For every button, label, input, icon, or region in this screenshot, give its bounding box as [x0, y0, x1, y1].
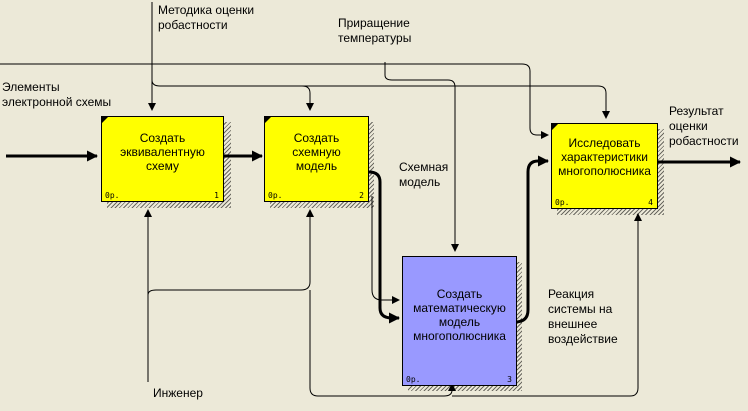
arrow-engineer-to-box4[interactable]	[452, 213, 642, 397]
label-elements: Элементы электронной схемы	[2, 80, 112, 109]
activity-box-2[interactable]: Создать схемную модель 0р. 2	[264, 116, 369, 202]
activity-title: Создать математическую модель многополюс…	[413, 287, 506, 343]
activity-cost: 0р.	[268, 191, 283, 200]
activity-cost: 0р.	[555, 198, 570, 207]
activity-cost: 0р.	[105, 191, 120, 200]
corner-mark	[265, 117, 271, 123]
label-engineer: Инженер	[153, 386, 203, 400]
arrow-engineer-to-box2[interactable]	[147, 209, 314, 296]
arrow-engineer-to-box3[interactable]	[309, 290, 456, 397]
label-result: Результат оценки робастности	[669, 104, 739, 148]
activity-box-1[interactable]: Создать эквивалентную схему 0р. 1	[101, 116, 224, 202]
label-temperature: Приращение температуры	[338, 16, 412, 45]
label-reaction: Реакция системы на внешнее воздействие	[548, 287, 618, 346]
arrow-box3-to-box4[interactable]	[514, 155, 549, 324]
activity-title: Создать эквивалентную схему	[120, 131, 205, 173]
activity-box-3[interactable]: Создать математическую модель многополюс…	[402, 256, 517, 386]
label-circuit-model: Схемная модель	[399, 160, 449, 189]
activity-title: Создать схемную модель	[292, 131, 341, 173]
activity-number: 2	[359, 191, 364, 200]
corner-mark	[102, 117, 108, 123]
arrow-elements-to-box4[interactable]	[0, 63, 549, 139]
arrow-circuit-model-to-box3[interactable]	[371, 196, 400, 304]
activity-number: 1	[214, 191, 219, 200]
arrow-box2-to-box3[interactable]	[368, 170, 400, 324]
arrow-temperature-to-box3[interactable]	[384, 62, 459, 252]
arrow-method-to-box4[interactable]	[302, 85, 610, 119]
corner-mark	[552, 124, 558, 130]
activity-title: Исследовать характеристики многополюсник…	[558, 136, 651, 178]
arrow-method-to-box2[interactable]	[151, 79, 314, 111]
activity-number: 3	[507, 375, 512, 384]
activity-box-4[interactable]: Исследовать характеристики многополюсник…	[551, 123, 658, 209]
activity-number: 4	[648, 198, 653, 207]
label-method: Методика оценки робастности	[158, 3, 255, 32]
activity-cost: 0р.	[406, 375, 421, 384]
